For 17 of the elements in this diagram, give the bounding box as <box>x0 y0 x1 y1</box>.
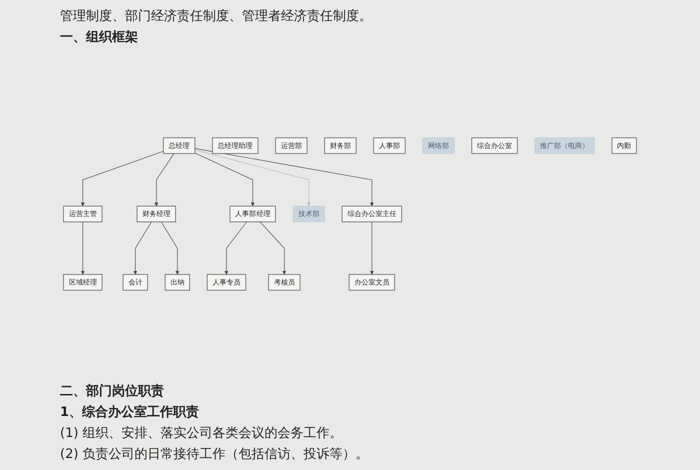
arrow <box>80 222 85 275</box>
paragraph-text: 管理制度、部门经济责任制度、管理者经济责任制度。 <box>60 8 373 25</box>
paragraph-text: (1) 组织、安排、落实公司各类会议的会务工作。 <box>60 425 344 442</box>
arrow <box>160 222 180 275</box>
arrow <box>133 222 152 275</box>
arrow <box>260 222 286 275</box>
section-heading: 1、综合办公室工作职责 <box>60 404 200 421</box>
arrow <box>154 153 174 206</box>
arrow <box>80 150 164 206</box>
arrow <box>194 148 374 206</box>
arrow <box>194 152 255 206</box>
arrow <box>370 222 374 275</box>
paragraph-text: (2) 负责公司的日常接待工作（包括信访、投诉等）。 <box>60 446 370 463</box>
arrow <box>224 222 247 275</box>
section-heading: 一、组织框架 <box>60 29 139 46</box>
arrow <box>194 150 311 206</box>
section-heading: 二、部门岗位职责 <box>60 382 165 400</box>
